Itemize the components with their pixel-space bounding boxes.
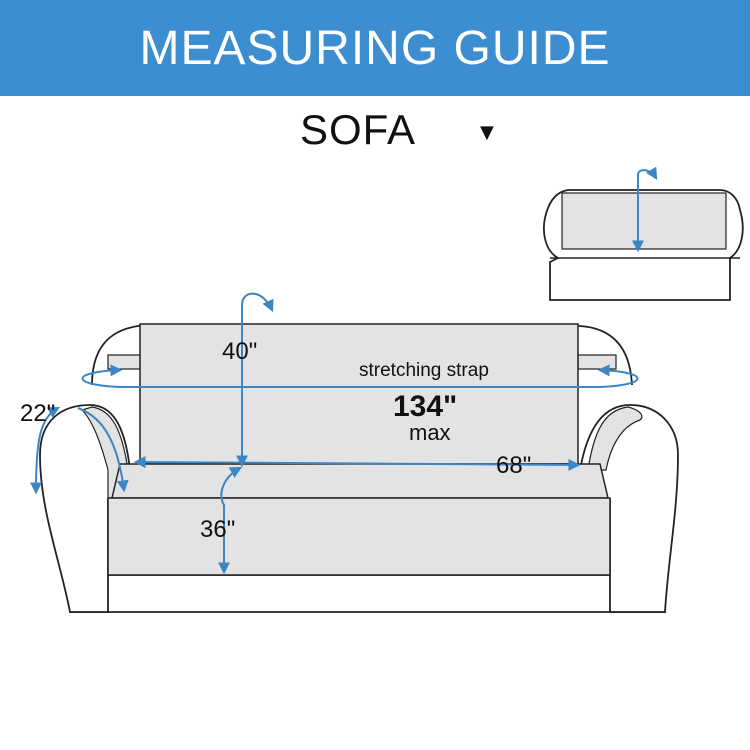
seat-width-arrow	[133, 456, 581, 471]
total-length-label: 134"	[393, 390, 458, 423]
back-height-label: 40"	[222, 338, 258, 365]
page-title: MEASURING GUIDE	[139, 21, 611, 75]
strap-label: stretching strap	[359, 360, 489, 381]
seat-depth-label: 36"	[200, 516, 236, 543]
seat-depth-arrow	[218, 466, 243, 575]
arm-height-label: 22"	[20, 400, 56, 427]
header-banner: MEASURING GUIDE	[0, 0, 750, 96]
cushion-arrow	[632, 166, 658, 253]
total-length-unit: max	[409, 420, 451, 445]
cushion-inset	[543, 166, 744, 301]
strap-arrow	[81, 364, 639, 388]
seat-width-label: 68"	[496, 452, 532, 479]
triangle-down-icon[interactable]: ▼	[480, 122, 494, 143]
back-height-arrow	[236, 292, 274, 468]
arm-inner-arrow	[77, 407, 129, 493]
arm-left-arrow	[30, 406, 61, 495]
measurement-arrows	[30, 292, 639, 575]
sofa-cover	[107, 323, 611, 576]
cushion-cover	[561, 192, 727, 250]
sofa-subtitle: SOFA	[300, 106, 417, 153]
